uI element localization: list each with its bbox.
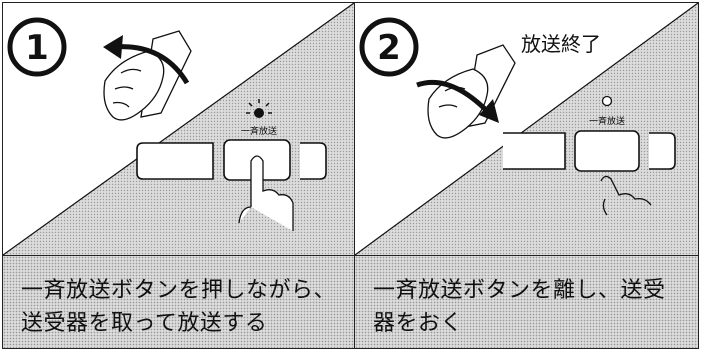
right-button[interactable] xyxy=(649,132,676,170)
lamp-off-icon xyxy=(601,95,613,107)
step-number-badge xyxy=(7,17,67,77)
released-finger-icon xyxy=(600,175,652,216)
svg-text:1: 1 xyxy=(25,28,49,68)
button-row xyxy=(136,139,327,181)
button-label: 一斉放送 xyxy=(589,115,625,127)
step-2-illustration: 2 放送終了 一斉放送 xyxy=(355,3,698,255)
caption-line-2: 器をおく xyxy=(373,311,464,336)
button-row xyxy=(503,130,676,172)
status-text: 放送終了 xyxy=(521,32,601,56)
caption-line-1: 一斉放送ボタンを離し、送受 xyxy=(373,278,666,303)
step-2-caption: 一斉放送ボタンを離し、送受 器をおく xyxy=(355,255,698,348)
left-button[interactable] xyxy=(503,132,566,170)
caption-line-2: 送受器を取って放送する xyxy=(21,311,268,336)
broadcast-button[interactable] xyxy=(574,130,640,172)
step-1-panel: 1 一斉放送 xyxy=(2,2,355,349)
lamp-lit-icon xyxy=(246,99,272,118)
step-2-panel: 2 放送終了 一斉放送 xyxy=(354,2,699,349)
lift-arrow-icon xyxy=(112,44,190,85)
step-number-badge xyxy=(359,17,419,77)
svg-text:2: 2 xyxy=(377,28,401,68)
step-1-illustration: 1 一斉放送 xyxy=(3,3,354,255)
place-arrow-icon xyxy=(416,79,493,117)
step-1-caption: 一斉放送ボタンを押しながら、 送受器を取って放送する xyxy=(3,255,354,348)
right-button[interactable] xyxy=(300,142,327,180)
hand-placing-handset-icon xyxy=(427,44,516,139)
left-button[interactable] xyxy=(136,142,214,180)
diagonal-divider xyxy=(3,3,354,255)
pressing-finger-icon xyxy=(238,155,294,231)
caption-line-1: 一斉放送ボタンを押しながら、 xyxy=(21,278,337,303)
diagonal-divider xyxy=(355,3,698,255)
button-label: 一斉放送 xyxy=(241,125,277,137)
